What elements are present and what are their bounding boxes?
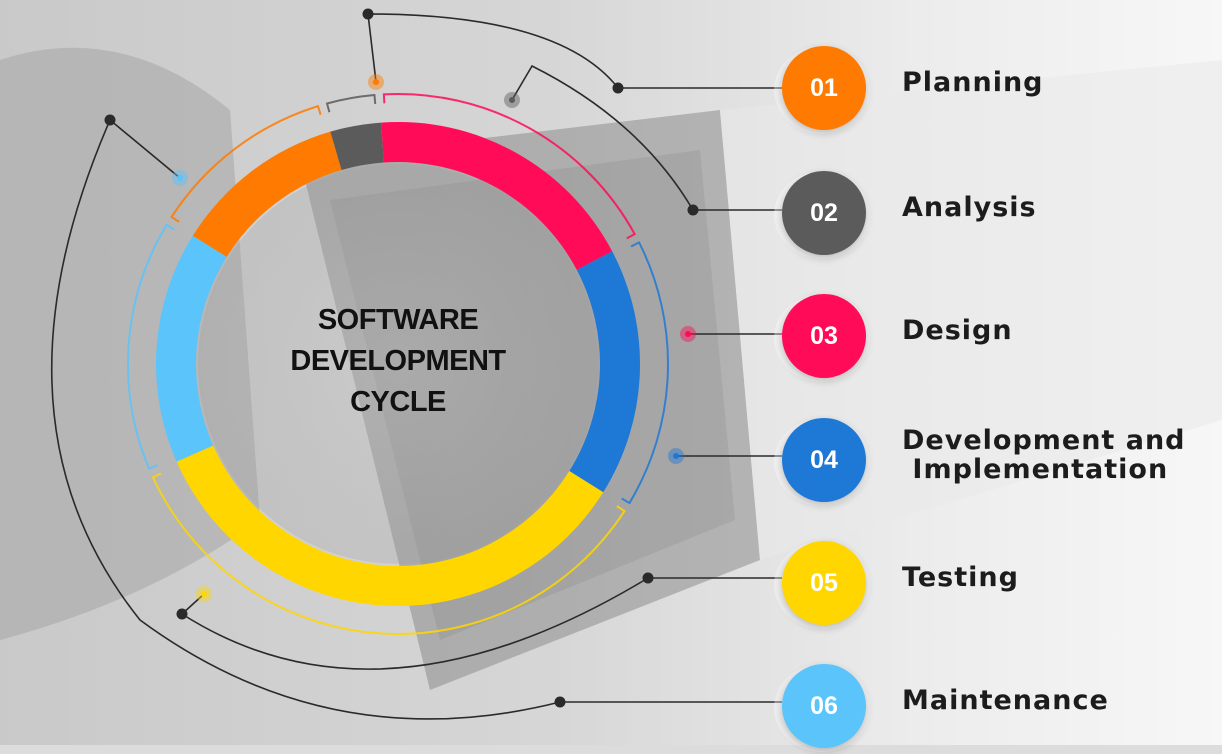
step-label-line: Design [902,315,1013,346]
bracket-planning [170,104,322,223]
ring-segment-analysis [330,122,384,171]
bracket-design [382,93,637,240]
bracket-analysis [325,93,377,113]
anchor-marker-core [673,453,679,459]
bracket-development [621,241,669,505]
ring-center [198,164,598,564]
step-number-badge: 01 [782,46,866,130]
cycle-title-line-1: SOFTWARE [317,304,479,336]
step-label-line: Planning [902,67,1044,98]
ring-segment-development [569,251,640,493]
step-analysis: 02 Analysis [774,171,1222,261]
ring-segment-design [381,122,613,270]
connector-testing [180,577,782,670]
step-label-line: Implementation [902,454,1169,485]
step-label: Design [902,316,1013,345]
step-planning: 01 Planning [774,46,1222,136]
cycle-ring [156,122,640,606]
bracket-testing [151,472,626,635]
step-label: Planning [902,68,1044,97]
connector-lines [50,8,782,720]
connector-dot [362,8,374,20]
connector-planning [367,13,782,89]
step-number-badge: 02 [782,171,866,255]
connector-dot [687,204,699,216]
phase-brackets [127,93,669,635]
step-label-line: Analysis [902,192,1037,223]
step-development-and-implementation: 04 Development and Implementation [774,418,1222,508]
connector-maintenance [50,118,782,720]
connector-analysis [511,64,782,211]
step-testing: 05 Testing [774,541,1222,631]
ring-segment-planning [192,131,342,257]
step-number-badge: 03 [782,294,866,378]
anchor-marker-core [685,331,691,337]
step-design: 03 Design [774,294,1222,384]
connector-dot [176,608,188,620]
step-number-badge: 04 [782,418,866,502]
ring-segment-maintenance [156,235,227,462]
step-label-line: Development and [902,425,1186,456]
step-number-badge: 06 [782,664,866,748]
cycle-title: SOFTWARE DEVELOPMENT CYCLE [258,300,538,423]
connector-dot [642,572,654,584]
anchor-marker-core [373,79,379,85]
anchor-marker-core [177,175,183,181]
cycle-title-line-2: DEVELOPMENT [290,345,506,377]
step-label-line: Maintenance [902,685,1109,716]
anchor-marker-core [201,591,207,597]
bracket-maintenance [127,223,175,470]
anchor-marker-core [509,97,515,103]
step-label: Development and Implementation [902,426,1186,484]
step-maintenance: 06 Maintenance [774,664,1222,754]
step-label: Maintenance [902,686,1109,715]
connector-dot [554,696,566,708]
step-label-line: Testing [902,562,1019,593]
step-label: Testing [902,563,1019,592]
connector-dot [612,82,624,94]
step-number-badge: 05 [782,541,866,625]
cycle-title-line-3: CYCLE [350,386,446,418]
connector-dot [104,114,116,126]
ring-segment-testing [176,445,604,606]
step-label: Analysis [902,193,1037,222]
